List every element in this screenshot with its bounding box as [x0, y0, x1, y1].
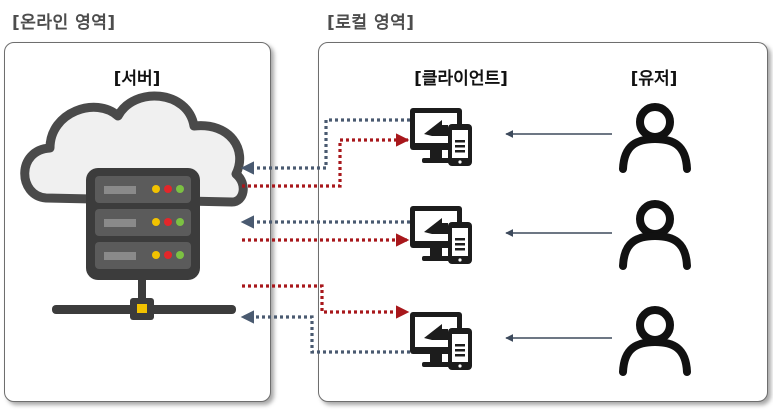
client-2-icon — [410, 206, 472, 264]
user-2-icon — [623, 204, 687, 266]
user-1-icon — [623, 107, 687, 169]
client-label: [클라이언트] — [414, 69, 508, 89]
client-3-icon — [410, 312, 472, 370]
local-area-title: [로컬 영역] — [327, 13, 415, 33]
local-area-panel — [318, 42, 768, 402]
online-area-title: [온라인 영역] — [12, 13, 116, 33]
cloud-server-icon — [20, 91, 248, 320]
user-3-icon — [623, 310, 687, 372]
server-label: [서버] — [113, 69, 161, 89]
client-3-request-arrow — [242, 284, 410, 319]
client-1-icon — [410, 108, 472, 166]
client-1-request-arrow — [242, 133, 410, 188]
client-1-response-arrow — [240, 118, 410, 175]
client-3-response-arrow — [240, 310, 410, 354]
user-label: [유저] — [630, 69, 678, 89]
